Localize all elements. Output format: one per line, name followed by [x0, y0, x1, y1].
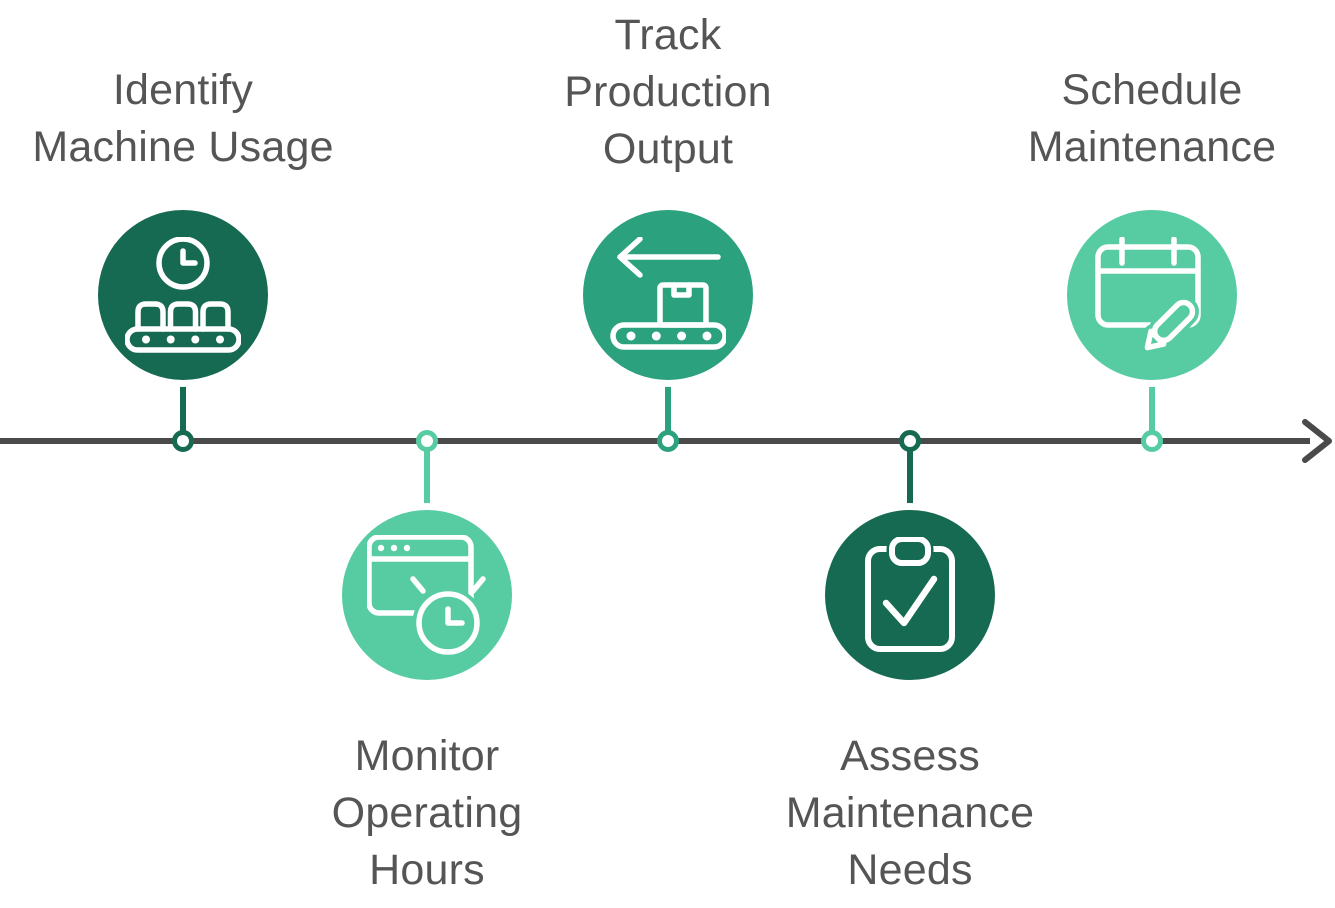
calendar-pencil-icon — [1095, 237, 1201, 353]
arrow-conveyor-icon — [610, 237, 726, 350]
step1-node — [172, 430, 194, 452]
step1-label: Identify Machine Usage — [32, 66, 334, 171]
step3-circle — [576, 203, 760, 387]
step4-label: Assess Maintenance Needs — [785, 732, 1035, 894]
step1-circle — [91, 203, 275, 387]
window-clock-icon — [367, 535, 486, 655]
step2-circle — [335, 503, 519, 687]
step5-circle — [1060, 203, 1244, 387]
step5-node — [1141, 430, 1163, 452]
clipboard-check-icon — [865, 537, 955, 652]
step2-node — [416, 430, 438, 452]
timeline-arrowhead — [1302, 419, 1332, 463]
step3-label: Track Production Output — [564, 11, 772, 173]
step3-node — [657, 430, 679, 452]
step5-label: Schedule Maintenance — [1027, 66, 1277, 171]
step4-circle — [818, 503, 1002, 687]
clock-conveyor-icon — [125, 237, 241, 353]
step2-label: Monitor Operating Hours — [331, 732, 523, 894]
step4-node — [899, 430, 921, 452]
